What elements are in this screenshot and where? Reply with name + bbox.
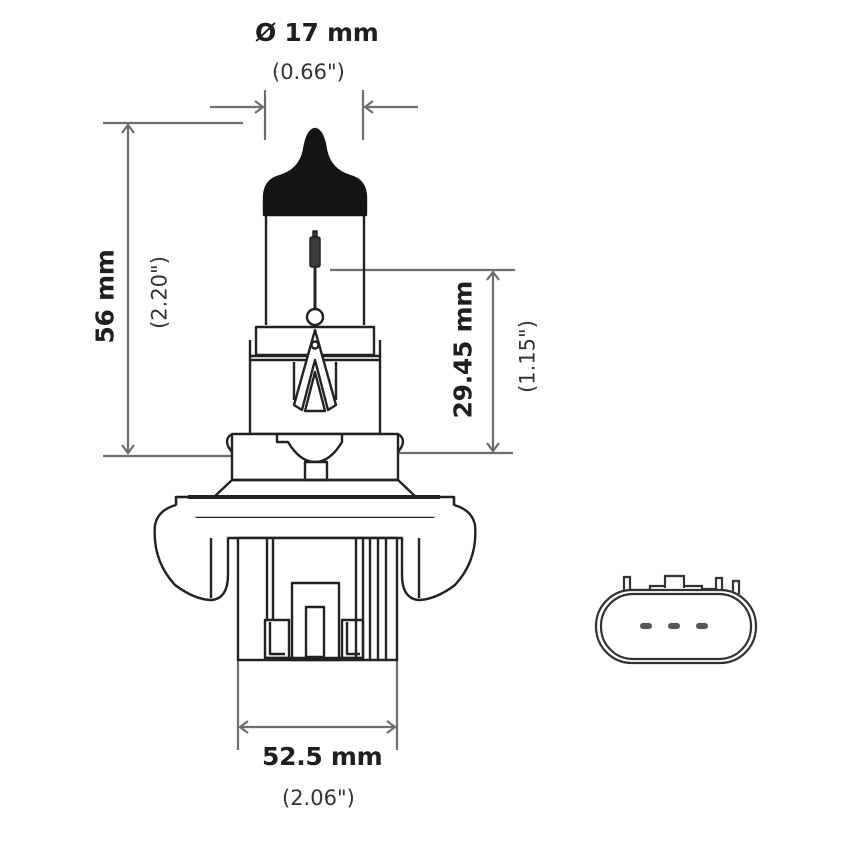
- bulb: [153, 127, 477, 662]
- width-inch-label: (2.06"): [282, 786, 355, 810]
- diameter-label: Ø 17 mm: [255, 18, 379, 47]
- diameter-inch-label: (0.66"): [272, 60, 345, 84]
- dark-tip-coating: [262, 127, 368, 217]
- height-label: 56 mm: [90, 249, 120, 344]
- height-inch-label: (2.20"): [147, 256, 172, 329]
- filament: [305, 230, 325, 327]
- retaining-clip: [292, 328, 338, 412]
- locking-tab-left: [153, 503, 230, 602]
- base-flange: [174, 495, 456, 520]
- connector-pins: [640, 623, 708, 629]
- locking-tab-right: [400, 503, 477, 602]
- glass-capsule: [264, 215, 366, 325]
- light-center-label: 29.45 mm: [448, 281, 478, 419]
- width-label: 52.5 mm: [262, 742, 383, 771]
- light-center-inch-label: (1.15"): [515, 320, 540, 393]
- connector-end-view: [594, 574, 758, 665]
- connector-housing: [236, 536, 399, 662]
